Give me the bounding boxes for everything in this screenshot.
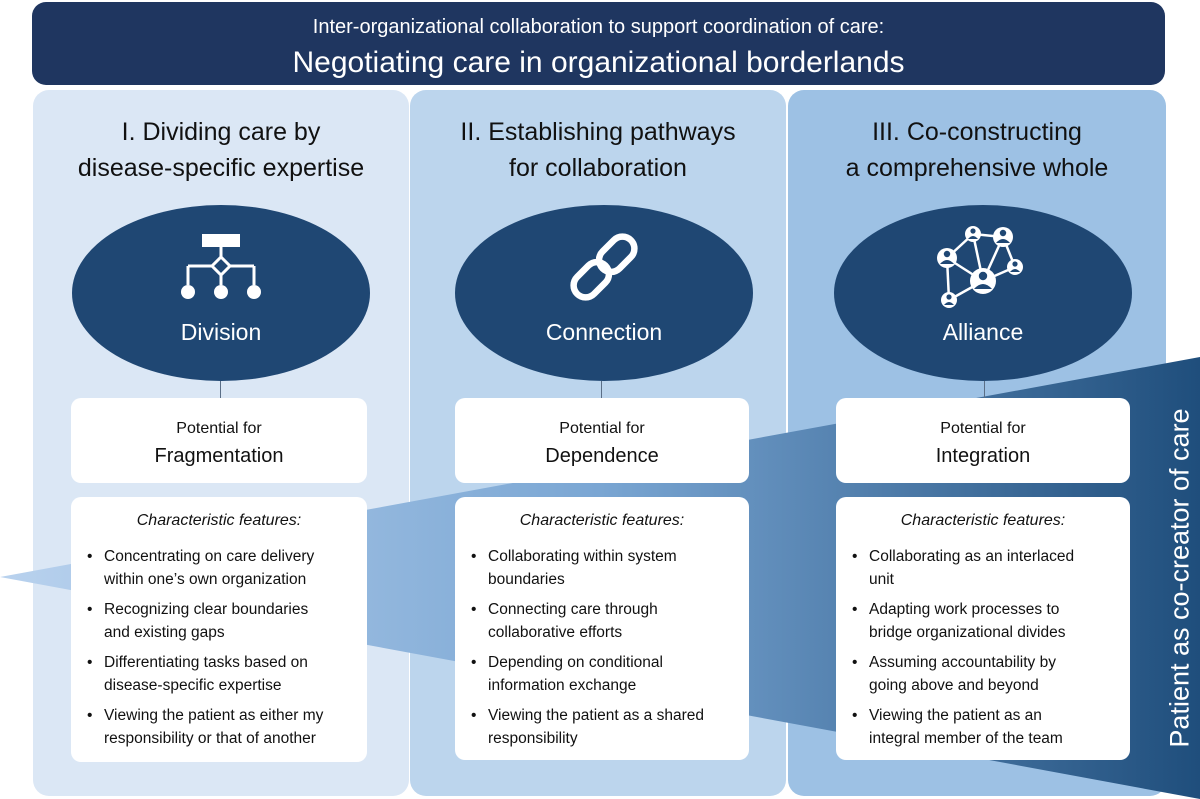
- chain-link-icon: [570, 233, 638, 301]
- features-box-division: Characteristic features: Concentrating o…: [71, 497, 367, 762]
- connection-oval: Connection: [455, 205, 753, 381]
- feature-item: Differentiating tasks based ondisease-sp…: [85, 651, 355, 697]
- alliance-label: Alliance: [942, 319, 1024, 345]
- hierarchy-icon: [181, 234, 261, 299]
- features-heading: Characteristic features:: [519, 512, 685, 529]
- feature-item: Viewing the patient as a sharedresponsib…: [469, 704, 737, 750]
- features-box-connection: Characteristic features: Collaborating w…: [455, 497, 749, 760]
- column-title-line: disease-specific expertise: [77, 154, 365, 182]
- people-network-icon: [937, 226, 1023, 308]
- feature-item: Viewing the patient as either myresponsi…: [85, 704, 355, 750]
- column-title-division: I. Dividing care by disease-specific exp…: [33, 114, 409, 186]
- connector-line: [984, 381, 985, 410]
- division-oval: Division: [72, 205, 370, 381]
- potential-box-fragmentation: Potential for Fragmentation: [71, 398, 367, 483]
- potential-prefix: Potential for: [559, 420, 645, 437]
- division-label: Division: [180, 319, 262, 345]
- connector-line: [220, 381, 221, 410]
- potential-prefix: Potential for: [176, 420, 262, 437]
- connector-line: [601, 381, 602, 410]
- potential-box-integration: Potential for Integration: [836, 398, 1130, 483]
- features-heading: Characteristic features:: [900, 512, 1066, 529]
- features-box-alliance: Characteristic features: Collaborating a…: [836, 497, 1130, 760]
- column-title-line: II. Establishing pathways: [460, 118, 736, 146]
- column-title-line: III. Co-constructing: [872, 118, 1082, 146]
- column-title-line: a comprehensive whole: [845, 154, 1109, 182]
- features-heading: Characteristic features:: [136, 512, 302, 529]
- potential-value: Fragmentation: [154, 445, 284, 467]
- header-banner: Inter-organizational collaboration to su…: [32, 2, 1165, 85]
- potential-box-dependence: Potential for Dependence: [455, 398, 749, 483]
- potential-prefix: Potential for: [940, 420, 1026, 437]
- column-title-connection: II. Establishing pathways for collaborat…: [410, 114, 786, 186]
- connection-label: Connection: [545, 319, 663, 345]
- potential-value: Integration: [935, 445, 1031, 467]
- side-label-patient-cocreator: Patient as co-creator of care: [1164, 408, 1195, 748]
- header-title: Negotiating care in organizational borde…: [292, 46, 905, 79]
- alliance-oval: Alliance: [834, 205, 1132, 381]
- potential-value: Dependence: [545, 445, 659, 467]
- column-title-line: I. Dividing care by: [121, 118, 321, 146]
- column-title-line: for collaboration: [509, 154, 687, 182]
- column-title-alliance: III. Co-constructing a comprehensive who…: [788, 114, 1166, 186]
- header-subtitle: Inter-organizational collaboration to su…: [312, 16, 885, 38]
